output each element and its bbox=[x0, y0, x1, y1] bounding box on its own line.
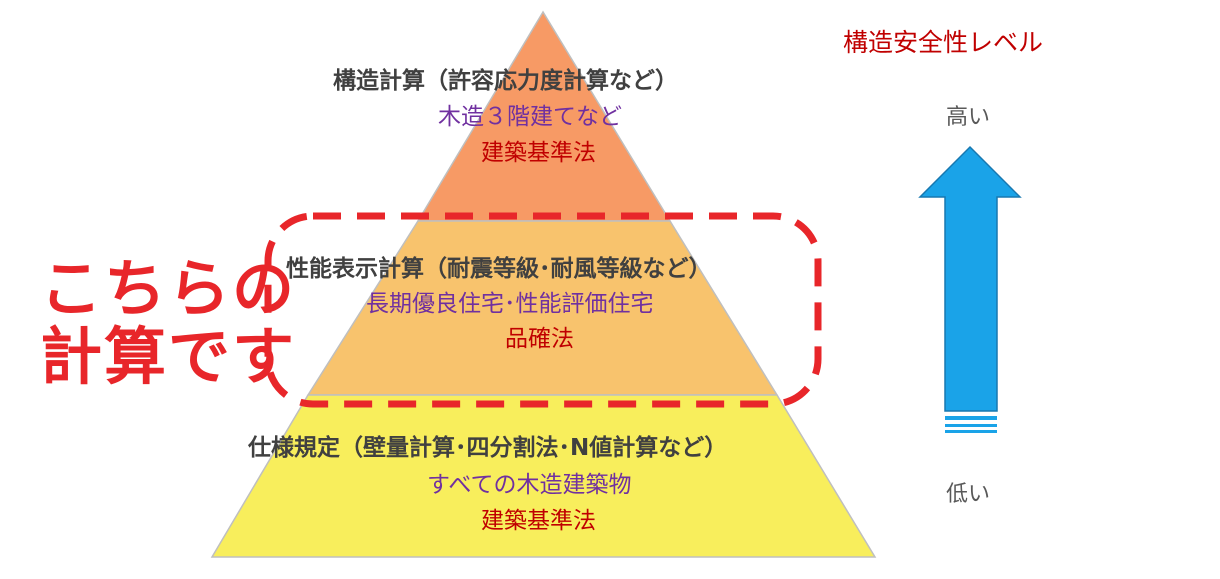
top-tier-title: 構造計算（許容応力度計算など） bbox=[333, 68, 678, 94]
bottom-tier-title: 仕様規定（壁量計算･四分割法･N値計算など） bbox=[248, 435, 728, 461]
middle-tier-title: 性能表示計算（耐震等級･耐風等級など） bbox=[286, 256, 712, 282]
middle-tier-law: 品確法 bbox=[505, 326, 574, 352]
level-arrow-icon bbox=[918, 145, 1022, 433]
top-tier-example: 木造３階建てなど bbox=[438, 104, 622, 130]
callout-line-2: 計算です bbox=[40, 320, 297, 393]
callout-line-1: こちらの bbox=[40, 252, 297, 325]
level-heading: 構造安全性レベル bbox=[843, 28, 1044, 57]
level-high-label: 高い bbox=[946, 105, 991, 130]
middle-tier-example: 長期優良住宅･性能評価住宅 bbox=[366, 291, 654, 317]
bottom-tier-example: すべての木造建築物 bbox=[427, 472, 632, 498]
level-low-label: 低い bbox=[946, 482, 991, 507]
highlight-dashed-frame bbox=[264, 212, 822, 408]
top-tier-law: 建築基準法 bbox=[481, 140, 596, 166]
pyramid-tier-bottom bbox=[210, 394, 877, 558]
bottom-tier-law: 建築基準法 bbox=[481, 508, 596, 534]
